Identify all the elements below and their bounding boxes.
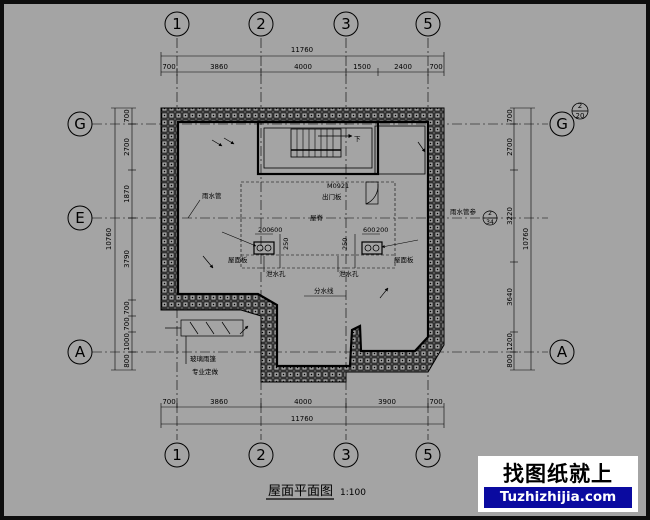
stair-down-label: 下 <box>354 135 361 143</box>
detail-ref-top: 2 <box>578 102 582 110</box>
grid-col-label: 3 <box>341 446 351 464</box>
grid-col-label: 3 <box>341 15 351 33</box>
eave-label-right: 屋面板 <box>394 255 414 264</box>
detail-reference-2: 2 34 <box>482 210 498 226</box>
glass-canopy <box>165 319 244 364</box>
door <box>365 181 379 205</box>
glass-canopy-label: 玻璃雨篷 <box>190 354 217 363</box>
grid-col-label: 5 <box>423 15 433 33</box>
stair-block <box>256 120 426 176</box>
dim-segment: 3900 <box>378 398 396 406</box>
dim-segment: 1000 <box>123 333 131 351</box>
detail-ref-2-top: 2 <box>488 210 492 217</box>
grid-col-label: 2 <box>256 446 266 464</box>
dim-segment: 700 <box>123 317 131 330</box>
dim-label: 250 <box>282 238 290 250</box>
dim-segment: 2400 <box>394 63 412 71</box>
drain-label-left: 泄水孔 <box>266 269 286 278</box>
dim-total-right: 10760 <box>522 228 530 250</box>
door-label: M0921 <box>327 182 349 190</box>
dim-label: 200 <box>376 226 388 234</box>
row-bubbles-right: G A <box>549 111 575 365</box>
dimensions-top <box>160 52 445 76</box>
grid-row-label: E <box>75 209 84 227</box>
grid-col-label: 5 <box>423 446 433 464</box>
gutter-left <box>253 233 281 268</box>
divide-label: 分水线 <box>314 286 334 295</box>
gutter-right <box>354 233 383 268</box>
dim-total-bottom: 11760 <box>291 415 313 423</box>
dim-label: 200 <box>258 226 270 234</box>
dim-segment: 3640 <box>506 288 514 306</box>
drain-label-center: 泄水孔 <box>339 269 359 278</box>
column-bubbles-bottom: 1 2 3 5 <box>164 442 441 468</box>
rain-pipe-right-label: 雨水管参 <box>450 207 477 216</box>
dim-segment: 700 <box>429 63 442 71</box>
dim-segment: 3860 <box>210 63 228 71</box>
drawing-title: 屋面平面图 <box>268 484 333 499</box>
special-design-label: 专业定做 <box>192 367 219 376</box>
dim-label: 600 <box>363 226 375 234</box>
outlet-label: 出门板 <box>322 192 342 201</box>
ridge-outline <box>240 181 396 269</box>
dim-segment: 700 <box>123 109 131 122</box>
watermark-cn: 找图纸就上 <box>503 462 613 486</box>
dim-segment: 2700 <box>123 138 131 156</box>
roof-eave-band <box>160 107 445 383</box>
ridge-label: 屋脊 <box>310 213 324 222</box>
roof-plan-drawing: 1 2 3 5 1 2 3 5 G E A G A 2 20 <box>67 11 589 500</box>
grid-row-label: G <box>74 115 86 133</box>
dim-total-top: 11760 <box>291 46 313 54</box>
detail-ref-bottom: 20 <box>576 112 585 120</box>
grid-col-label: 1 <box>172 15 182 33</box>
dimensions-right <box>510 107 535 371</box>
dim-segment: 800 <box>123 354 131 367</box>
rain-pipe-label: 雨水管 <box>202 191 222 200</box>
dim-segment: 3220 <box>506 207 514 225</box>
dim-segment: 1500 <box>353 63 371 71</box>
dim-label: 600 <box>270 226 282 234</box>
dim-segment: 700 <box>162 63 175 71</box>
dim-segment: 700 <box>429 398 442 406</box>
dim-segment: 700 <box>162 398 175 406</box>
row-bubbles-left: G E A <box>67 111 93 365</box>
column-bubbles-top: 1 2 3 5 <box>164 11 441 37</box>
leaders <box>221 231 419 272</box>
detail-ref-2-bottom: 34 <box>486 219 494 226</box>
grid-col-label: 1 <box>172 446 182 464</box>
dim-segment: 1870 <box>123 185 131 203</box>
grid-row-label: A <box>557 343 568 361</box>
watermark-en: Tuzhizhijia.com <box>484 487 632 508</box>
eave-label-left: 屋面板 <box>228 255 248 264</box>
dim-segment: 700 <box>506 109 514 122</box>
dimensions-left <box>111 107 136 371</box>
dim-total-left: 10760 <box>105 228 113 250</box>
slope-arrows <box>202 137 426 335</box>
dim-segment: 700 <box>123 301 131 314</box>
dim-segment: 3790 <box>123 250 131 268</box>
grid-row-label: G <box>556 115 568 133</box>
dim-segment: 1200 <box>506 333 514 351</box>
dim-label: 250 <box>341 238 349 250</box>
dim-segment: 4000 <box>294 398 312 406</box>
dim-segment: 3860 <box>210 398 228 406</box>
dim-segment: 4000 <box>294 63 312 71</box>
dim-segment: 2700 <box>506 138 514 156</box>
dim-segment: 800 <box>506 354 514 367</box>
grid-row-label: A <box>75 343 86 361</box>
grid-col-label: 2 <box>256 15 266 33</box>
detail-reference: 2 20 <box>571 102 589 120</box>
watermark: 找图纸就上 Tuzhizhijia.com <box>478 456 638 512</box>
dimensions-bottom <box>160 403 445 428</box>
roof-inner-edge <box>176 120 430 368</box>
drawing-scale: 1:100 <box>340 488 366 498</box>
